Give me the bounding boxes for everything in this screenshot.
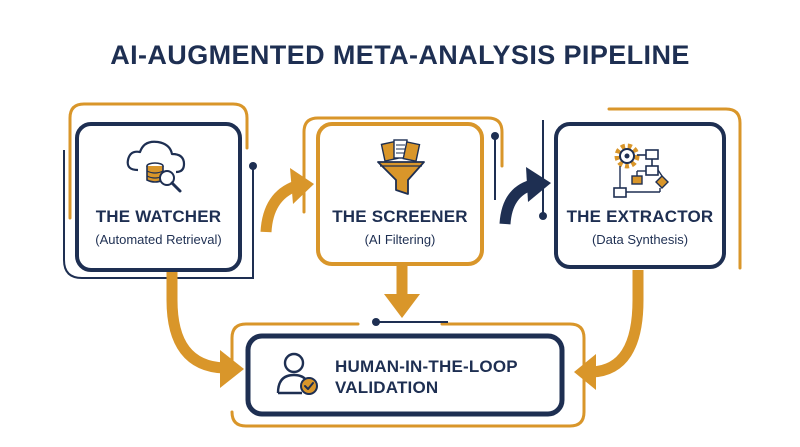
arrow-screener-to-extractor-head xyxy=(526,167,551,202)
arrow-watcher-to-human xyxy=(166,272,225,374)
cloud-database-search-icon xyxy=(126,140,186,193)
human-validation-title: HUMAN-IN-THE-LOOP VALIDATION xyxy=(335,356,565,398)
extractor-connector-dot xyxy=(539,212,547,220)
arrow-screener-to-human-head xyxy=(384,294,420,318)
human-connector-dot xyxy=(372,318,380,326)
watcher-subtitle: (Automated Retrieval) xyxy=(95,232,222,247)
extractor-title: THE EXTRACTOR xyxy=(566,207,714,226)
arrow-extractor-to-human-head xyxy=(574,354,596,390)
human-box xyxy=(245,333,565,417)
screener-title: THE SCREENER xyxy=(332,207,468,226)
human-validation-line-1: HUMAN-IN-THE-LOOP xyxy=(335,357,518,376)
screener-connector-dot xyxy=(491,132,499,140)
arrow-watcher-to-screener xyxy=(260,180,299,233)
watcher-outer-frame xyxy=(68,102,249,220)
watcher-connector-dot xyxy=(249,162,257,170)
arrow-extractor-to-human xyxy=(591,270,644,378)
watcher-box xyxy=(75,122,242,272)
gear-flowchart-icon xyxy=(613,143,669,198)
page-title: AI-AUGMENTED META-ANALYSIS PIPELINE xyxy=(110,40,690,70)
human-outer-frame xyxy=(230,322,586,428)
extractor-outer-frame xyxy=(607,107,742,270)
human-validation-line-2: VALIDATION xyxy=(335,378,439,397)
extractor-subtitle: (Data Synthesis) xyxy=(591,232,689,247)
extractor-box xyxy=(554,122,726,269)
user-check-icon xyxy=(276,352,318,395)
screener-outer-frame xyxy=(302,116,504,214)
arrow-watcher-to-screener-head xyxy=(290,168,314,204)
arrow-watcher-to-human-head xyxy=(220,350,244,388)
screener-box xyxy=(316,122,484,266)
watcher-connector-line xyxy=(63,150,254,279)
screener-subtitle: (AI Filtering) xyxy=(364,232,436,247)
watcher-title: THE WATCHER xyxy=(95,207,222,226)
document-funnel-icon xyxy=(377,139,425,195)
